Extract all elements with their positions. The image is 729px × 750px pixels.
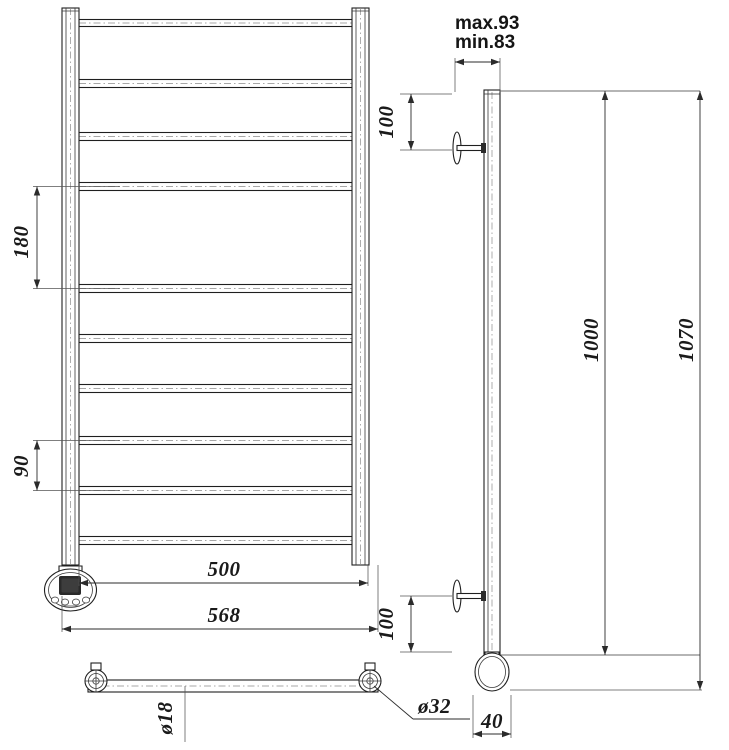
dimension-label-100-bottom: 100 [374, 608, 398, 641]
wall-bracket-bottom [452, 579, 486, 613]
top-view-left-fitting [84, 662, 108, 693]
rung-group [78, 18, 369, 546]
rung-5 [78, 333, 369, 344]
control-button-2[interactable] [61, 598, 70, 606]
side-view [452, 89, 700, 692]
dimension-label-d18: ø18 [153, 702, 177, 736]
rung-7 [78, 435, 369, 446]
rung-2 [78, 131, 369, 142]
dimension-label-90: 90 [9, 455, 33, 477]
right-vertical-rail [351, 7, 370, 566]
leader-d32 [373, 685, 470, 720]
left-vertical-rail [61, 7, 80, 566]
wall-bracket-top [452, 131, 486, 165]
top-view: ø18 ø32 [84, 662, 470, 742]
dimension-90 [33, 440, 120, 491]
dimension-label-100-top: 100 [374, 106, 398, 139]
rung-9 [78, 535, 369, 546]
dimension-40 [472, 695, 512, 738]
dimension-label-min83: min.83 [455, 32, 515, 53]
dimension-100-bottom [400, 595, 452, 653]
rung-1 [78, 78, 369, 89]
control-button-4[interactable] [82, 596, 91, 604]
dimension-bracket-projection [454, 58, 501, 92]
dimension-label-1000: 1000 [579, 318, 603, 362]
dimension-label-568: 568 [208, 603, 241, 627]
rung-4 [78, 283, 369, 294]
dimension-label-500: 500 [208, 557, 241, 581]
rung-6 [78, 383, 369, 394]
top-view-right-fitting [358, 662, 382, 693]
rung-8 [78, 485, 369, 496]
dimension-label-d32: ø32 [417, 694, 451, 718]
dimension-180 [33, 186, 120, 289]
dimension-500 [78, 565, 369, 587]
rung-3 [78, 181, 369, 192]
dimension-label-1070: 1070 [674, 318, 698, 362]
dimension-label-max93: max.93 [455, 13, 519, 34]
dimension-label-40: 40 [480, 709, 503, 733]
control-button-3[interactable] [72, 598, 81, 606]
dimension-100-top [400, 93, 452, 151]
front-view [43, 7, 370, 612]
control-button-1[interactable] [51, 596, 60, 604]
dimension-label-180: 180 [9, 226, 33, 259]
control-unit-side[interactable] [474, 651, 510, 692]
control-unit[interactable] [43, 565, 98, 612]
rung-top [78, 18, 369, 28]
dimension-1070 [510, 91, 704, 691]
dimension-568 [61, 565, 379, 633]
